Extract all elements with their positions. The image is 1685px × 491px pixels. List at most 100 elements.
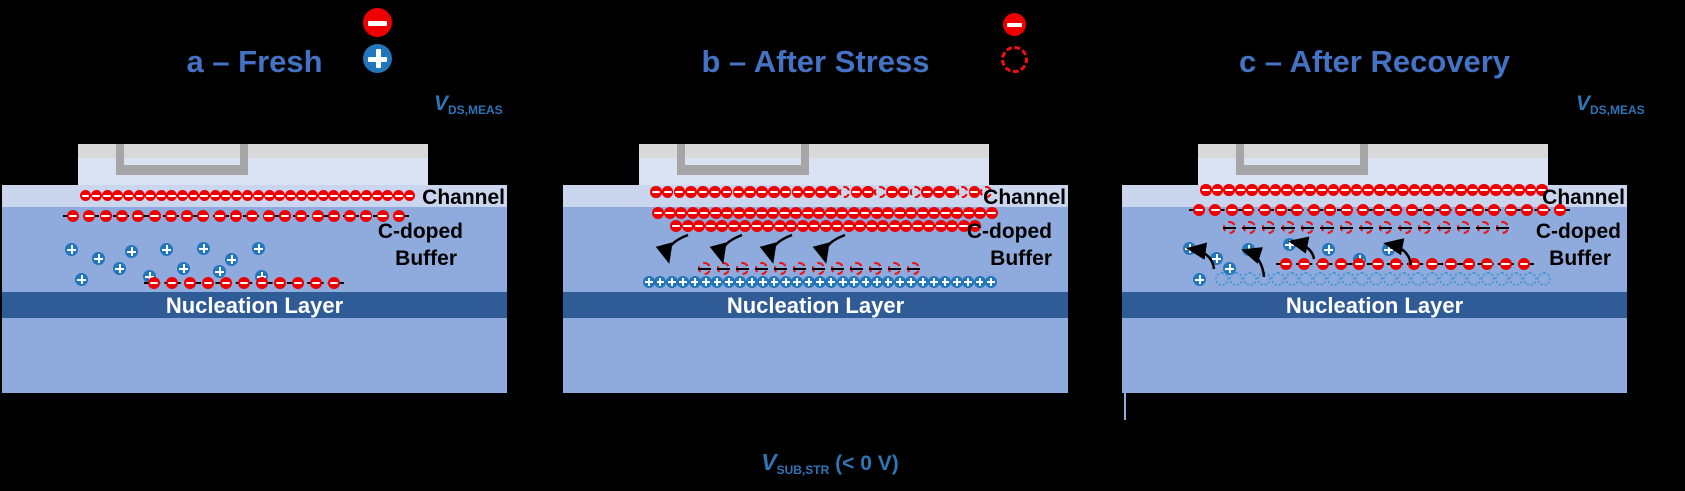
electron (1269, 184, 1282, 196)
empty-donor-state (1453, 272, 1467, 286)
electron (756, 186, 768, 198)
electron (946, 220, 958, 232)
nucleation-layer (2, 292, 507, 318)
empty-electron-state (956, 186, 969, 198)
electron (230, 210, 242, 222)
hole (654, 276, 667, 288)
empty-donor-state (1509, 272, 1523, 286)
electron (897, 186, 910, 198)
electron (202, 277, 214, 289)
electron (177, 190, 189, 201)
hole (973, 276, 986, 288)
empty-donor-state (1439, 272, 1453, 286)
hole (213, 265, 226, 278)
electron (939, 207, 952, 219)
electron (1499, 258, 1512, 270)
electron (720, 186, 733, 198)
electron (1258, 184, 1270, 196)
electron (1362, 184, 1374, 196)
electron (815, 186, 827, 198)
hole (125, 245, 138, 258)
gate-recess (116, 144, 248, 175)
electron (985, 207, 998, 219)
electron (824, 207, 837, 219)
electron (974, 207, 986, 219)
electron (144, 190, 156, 201)
electron (155, 190, 167, 201)
electron (1478, 184, 1490, 196)
electron (1200, 184, 1212, 196)
electron (1501, 184, 1514, 196)
electron (1471, 204, 1484, 216)
hole (745, 276, 758, 288)
electron (732, 186, 745, 198)
nucleation-layer (563, 292, 1068, 318)
hole (225, 253, 238, 266)
empty-donor-state (1369, 272, 1383, 286)
hole (643, 276, 655, 288)
electron (184, 277, 196, 289)
electron (1298, 258, 1311, 270)
electron (1443, 184, 1456, 196)
cdoped-label: C-doped (1535, 220, 1621, 243)
electron (1397, 184, 1409, 196)
electron (785, 220, 797, 232)
nucleation-label: Nucleation Layer (165, 293, 344, 318)
electron (197, 210, 210, 222)
hole (1322, 243, 1335, 256)
electron (238, 277, 250, 289)
electron (1225, 204, 1238, 216)
electron (675, 207, 687, 219)
electron (67, 210, 79, 222)
electron (957, 220, 970, 232)
hole (871, 276, 883, 288)
empty-donor-state (1481, 272, 1495, 286)
electron (164, 210, 177, 222)
ionized-acceptor (1495, 221, 1510, 234)
empty-donor-state (1229, 272, 1243, 286)
channel-label: Channel (422, 186, 505, 209)
nucleation-label: Nucleation Layer (726, 293, 905, 318)
electron (842, 220, 855, 232)
empty-donor-state (1523, 272, 1537, 286)
electron (934, 220, 947, 232)
hole (985, 276, 997, 288)
electron (166, 190, 178, 201)
electron (327, 210, 340, 222)
hole (177, 262, 190, 275)
electron (1406, 204, 1419, 216)
electron (739, 220, 751, 232)
ionized-acceptor (1437, 221, 1451, 234)
passivation-metal (78, 144, 428, 158)
electron (923, 220, 935, 232)
electron (231, 190, 243, 201)
ionized-acceptor (1281, 221, 1295, 234)
electron (768, 186, 780, 198)
electron (1466, 184, 1479, 196)
electron (220, 277, 232, 289)
electron (1504, 204, 1517, 216)
electron (685, 186, 697, 198)
electron (339, 190, 351, 201)
empty-donor-state (1341, 272, 1355, 286)
electron (1339, 184, 1351, 196)
ionized-acceptor (830, 262, 845, 275)
electron (376, 210, 389, 222)
electron (1537, 204, 1550, 216)
hole (1183, 242, 1196, 255)
electron (1463, 258, 1475, 270)
electron (1316, 184, 1328, 196)
electron (1513, 184, 1525, 196)
hole (700, 276, 712, 288)
electron (1490, 184, 1502, 196)
hole (791, 276, 804, 288)
electron (1324, 204, 1337, 216)
electron (1374, 184, 1386, 196)
hole (893, 276, 906, 288)
ionized-acceptor (1261, 221, 1276, 234)
ionized-acceptor (735, 262, 750, 275)
electron (1385, 184, 1398, 196)
hole (859, 276, 872, 288)
electron (888, 220, 901, 232)
electron (311, 210, 324, 222)
